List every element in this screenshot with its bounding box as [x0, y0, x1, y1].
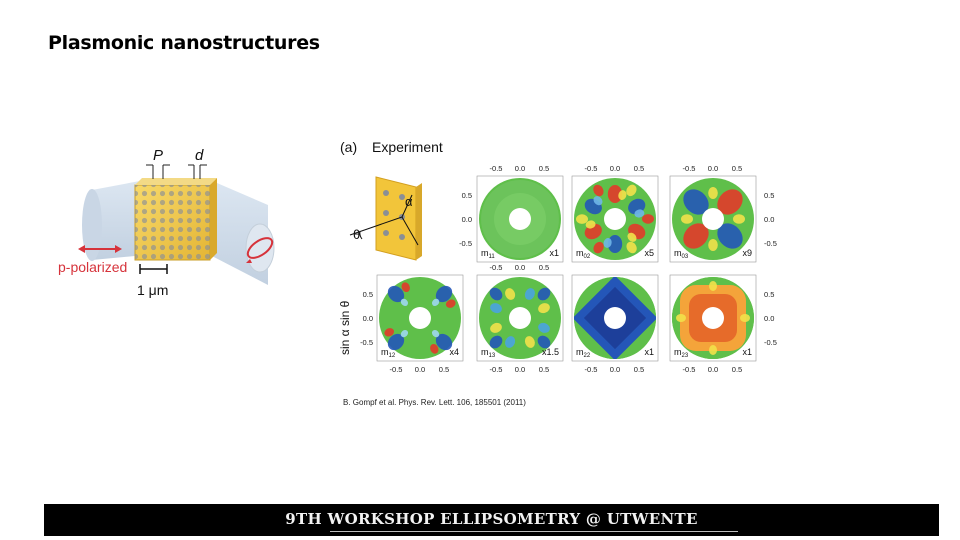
map-scale-factor: x4 — [449, 347, 459, 357]
x-tick-label: 0.5 — [634, 164, 644, 173]
x-tick-label: 0.0 — [515, 365, 525, 374]
map-scale-factor: x9 — [742, 248, 752, 258]
y-tick-label: 0.0 — [363, 314, 373, 323]
x-tick-label: 0.5 — [539, 263, 549, 272]
y-tick-label: 0.5 — [462, 191, 472, 200]
map-scale-factor: x5 — [644, 248, 654, 258]
x-tick-label: -0.5 — [683, 164, 696, 173]
period-label: P — [153, 147, 163, 164]
x-tick-label: -0.5 — [490, 365, 503, 374]
theta-label: θ — [353, 227, 360, 242]
y-tick-label: -0.5 — [459, 239, 472, 248]
x-tick-label: 0.0 — [515, 263, 525, 272]
footer-bar: 9TH WORKSHOP ELLIPSOMETRY @ UTWENTE — [44, 504, 939, 536]
y-tick-label: 0.5 — [363, 290, 373, 299]
figure: P d p-polarized 1 μm (a) Experiment sin … — [50, 135, 790, 385]
x-tick-label: 0.0 — [708, 365, 718, 374]
citation: B. Gompf et al. Phys. Rev. Lett. 106, 18… — [343, 398, 526, 407]
polarization-label: p-polarized — [58, 259, 127, 275]
x-tick-label: 0.0 — [415, 365, 425, 374]
x-tick-label: -0.5 — [585, 164, 598, 173]
x-tick-label: 0.0 — [610, 164, 620, 173]
map-scale-factor: x1.5 — [542, 347, 559, 357]
slide-title: Plasmonic nanostructures — [48, 32, 320, 54]
x-tick-label: 0.5 — [732, 164, 742, 173]
incident-beam — [92, 180, 145, 260]
y-axis-label: sin α sin θ — [338, 300, 352, 355]
scale-bar-label: 1 μm — [137, 282, 168, 298]
output-polarization-ellipse — [245, 223, 275, 273]
x-tick-label: 0.5 — [634, 365, 644, 374]
y-tick-label: 0.0 — [764, 314, 774, 323]
y-tick-label: -0.5 — [360, 338, 373, 347]
x-tick-label: 0.0 — [610, 365, 620, 374]
x-tick-label: -0.5 — [585, 365, 598, 374]
y-tick-label: 0.5 — [764, 290, 774, 299]
x-tick-label: 0.5 — [439, 365, 449, 374]
map-scale-factor: x1 — [549, 248, 559, 258]
x-tick-label: -0.5 — [490, 263, 503, 272]
x-tick-label: -0.5 — [390, 365, 403, 374]
y-tick-label: 0.5 — [764, 191, 774, 200]
diameter-label: d — [195, 147, 204, 164]
polarization-arrow — [78, 245, 122, 253]
y-tick-label: -0.5 — [764, 338, 777, 347]
x-tick-label: 0.5 — [732, 365, 742, 374]
panel-heading: Experiment — [372, 139, 443, 155]
x-tick-label: 0.5 — [539, 164, 549, 173]
sample-inset: θ α — [349, 176, 422, 261]
x-tick-label: 0.0 — [515, 164, 525, 173]
schematic: P d p-polarized 1 μm — [58, 147, 275, 298]
footer-title: 9TH WORKSHOP ELLIPSOMETRY @ UTWENTE — [285, 510, 698, 528]
x-tick-label: -0.5 — [490, 164, 503, 173]
map-scale-factor: x1 — [644, 347, 654, 357]
y-tick-label: -0.5 — [764, 239, 777, 248]
experiment-panel: (a) Experiment sin α sin θ θ — [338, 139, 777, 374]
x-tick-label: 0.5 — [539, 365, 549, 374]
x-tick-label: 0.0 — [708, 164, 718, 173]
footer-rule — [330, 531, 738, 532]
alpha-label: α — [405, 194, 413, 209]
y-tick-label: 0.0 — [764, 215, 774, 224]
panel-label: (a) — [340, 139, 357, 155]
y-tick-label: 0.0 — [462, 215, 472, 224]
map-scale-factor: x1 — [742, 347, 752, 357]
x-tick-label: -0.5 — [683, 365, 696, 374]
